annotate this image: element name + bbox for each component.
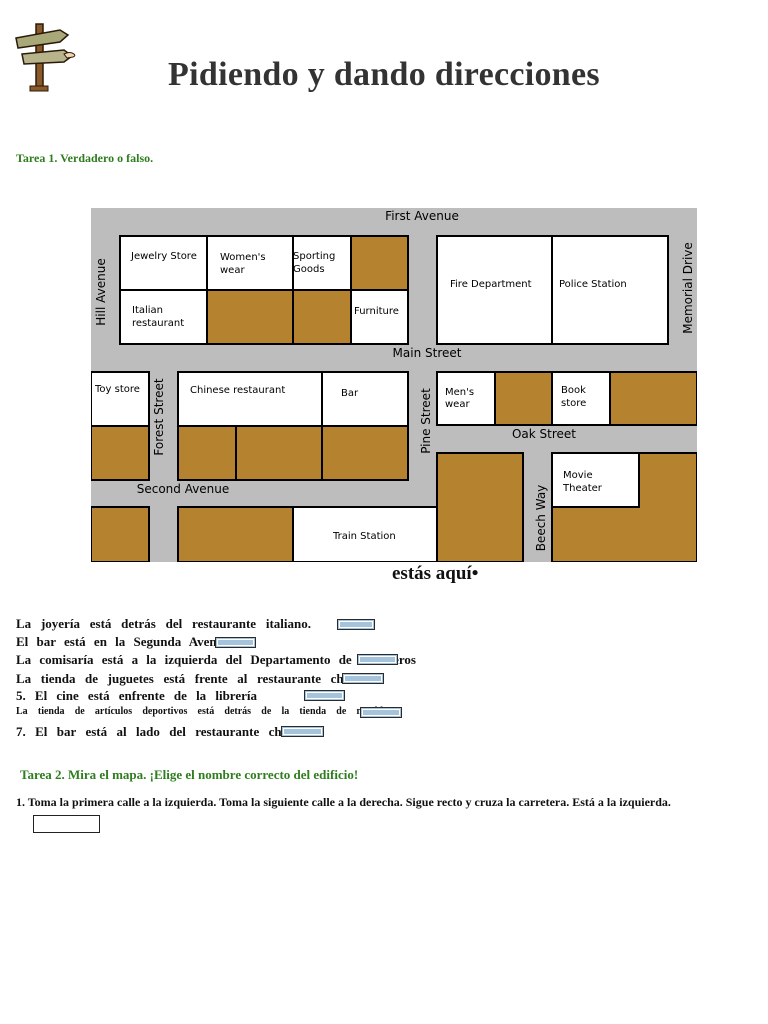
page-title: Pidiendo y dando direcciones xyxy=(168,56,600,93)
street-oak-street: Oak Street xyxy=(512,427,576,441)
label-jewelry-store: Jewelry Store xyxy=(130,251,197,262)
street-hill-avenue: Hill Avenue xyxy=(94,258,108,325)
label-movie-theater-2: Theater xyxy=(562,483,603,494)
label-book-store-1: Book xyxy=(561,385,586,396)
lot xyxy=(292,289,352,345)
answer-box-7[interactable] xyxy=(281,726,324,737)
building-italian-restaurant xyxy=(119,289,208,345)
answer-box-6[interactable] xyxy=(360,707,402,718)
label-sporting-goods-2: Goods xyxy=(293,264,325,275)
building-jewelry-store xyxy=(119,235,208,291)
label-train-station: Train Station xyxy=(332,531,396,542)
lot xyxy=(177,506,294,562)
answer-box-4[interactable] xyxy=(342,673,384,684)
label-furniture: Furniture xyxy=(354,306,399,317)
label-chinese-restaurant: Chinese restaurant xyxy=(190,385,285,396)
label-womens-wear-1: Women's xyxy=(220,252,266,263)
label-fire-department: Fire Department xyxy=(450,279,532,290)
statement-1: La joyería está detrás del restaurante i… xyxy=(16,616,311,631)
answer-box-2[interactable] xyxy=(215,637,256,648)
statement-3: La comisaría está a la izquierda del Dep… xyxy=(16,652,416,667)
statement-2: El bar está en la Segunda Avenida xyxy=(16,634,234,649)
statement-7: 7. El bar está al lado del restaurante c… xyxy=(16,724,299,739)
building-furniture xyxy=(350,289,409,345)
lot xyxy=(91,425,150,481)
building-movie-theater xyxy=(551,452,640,508)
task2-title: Tarea 2. Mira el mapa. ¡Elige el nombre … xyxy=(20,767,359,782)
label-mens-wear-1: Men's xyxy=(445,387,474,398)
label-mens-wear-2: wear xyxy=(445,399,470,410)
label-sporting-goods-1: Sporting xyxy=(293,251,335,262)
building-fire-department xyxy=(436,235,553,345)
label-toy-store: Toy store xyxy=(94,384,140,395)
lot xyxy=(91,506,150,562)
city-map: First Avenue Main Street Oak Street Seco… xyxy=(91,208,697,562)
lot xyxy=(177,425,237,481)
lot xyxy=(235,425,323,481)
lot xyxy=(436,452,524,562)
label-movie-theater-1: Movie xyxy=(563,470,593,481)
label-book-store-2: store xyxy=(561,398,586,409)
label-italian-2: restaurant xyxy=(132,318,184,329)
lot xyxy=(350,235,409,291)
street-memorial-drive: Memorial Drive xyxy=(681,242,695,334)
label-italian-1: Italian xyxy=(132,305,163,316)
building-womens-wear xyxy=(206,235,294,291)
street-pine-street: Pine Street xyxy=(419,388,433,454)
lot xyxy=(494,371,553,426)
label-bar: Bar xyxy=(341,388,359,399)
statement-5: 5. El cine está enfrente de la librería xyxy=(16,688,257,703)
street-forest-street: Forest Street xyxy=(152,378,166,455)
building-chinese-restaurant xyxy=(177,371,323,427)
street-main-street: Main Street xyxy=(393,346,462,360)
answer-box-3[interactable] xyxy=(357,654,398,665)
statement-6: La tienda de artículos deportivos está d… xyxy=(16,706,394,717)
answer-box-1[interactable] xyxy=(337,619,375,630)
signpost-icon xyxy=(15,23,76,92)
street-beech-way: Beech Way xyxy=(534,485,548,552)
building-bar xyxy=(321,371,409,427)
building-train-station xyxy=(292,506,438,562)
answer-input-1[interactable] xyxy=(33,815,100,833)
building-mens-wear xyxy=(436,371,496,426)
building-toy-store xyxy=(91,371,150,427)
task2-question-1: 1. Toma la primera calle a la izquierda.… xyxy=(16,795,671,809)
statement-4: La tienda de juguetes está frente al res… xyxy=(16,671,361,686)
task1-title: Tarea 1. Verdadero o falso. xyxy=(16,151,154,165)
you-are-here-label: estás aquí• xyxy=(392,563,479,584)
lot xyxy=(206,289,294,345)
building-police-station xyxy=(551,235,669,345)
lot xyxy=(609,371,697,426)
label-police-station: Police Station xyxy=(559,279,627,290)
street-second-avenue: Second Avenue xyxy=(137,482,230,496)
building-sporting-goods xyxy=(292,235,352,291)
answer-box-5[interactable] xyxy=(304,690,345,701)
street-first-avenue: First Avenue xyxy=(385,209,459,223)
label-womens-wear-2: wear xyxy=(220,265,245,276)
lot xyxy=(321,425,409,481)
